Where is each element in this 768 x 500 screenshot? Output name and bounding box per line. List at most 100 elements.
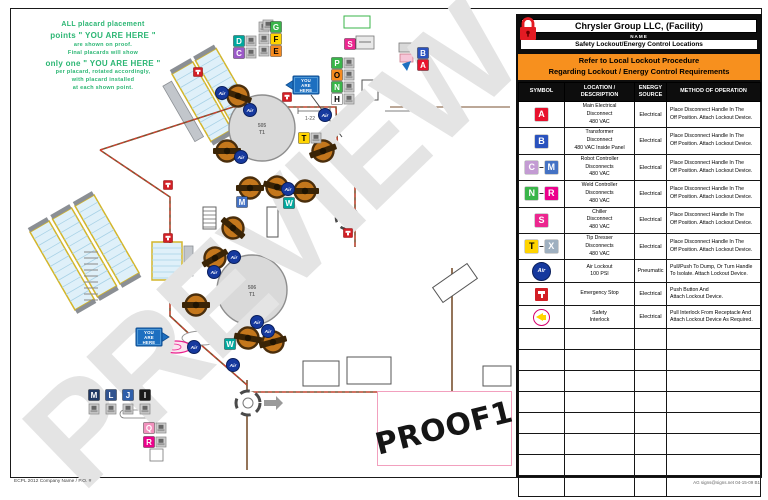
svg-text:O: O <box>334 71 340 80</box>
facility-title: Chrysler Group LLC, (Facility) <box>521 19 757 33</box>
placard-marker <box>105 403 117 415</box>
symbol-N: N <box>525 187 539 201</box>
map-marker-L: L <box>105 389 117 401</box>
air-lockout-marker: Air <box>281 182 295 196</box>
robot <box>182 293 210 317</box>
symbol-T: T <box>525 240 539 254</box>
symbol-S: S <box>535 213 548 227</box>
legend-empty-row <box>518 328 761 351</box>
symbol-B: B <box>535 134 548 148</box>
placard-marker <box>343 69 355 81</box>
location-cell: Tip Dresser Disconnects 480 VAC <box>564 232 635 261</box>
svg-text:Air: Air <box>284 187 293 193</box>
placard-marker <box>343 81 355 93</box>
empty-cell <box>518 454 565 477</box>
note-line: only one " YOU ARE HERE " <box>45 58 161 68</box>
empty-cell <box>634 412 667 435</box>
location-cell: Robot Controller Disconnects 480 VAC <box>564 153 635 182</box>
empty-cell <box>518 475 565 498</box>
proof-stamp: PROOF1 <box>372 391 517 466</box>
empty-cell <box>564 370 635 393</box>
legend-column-header: LOCATION / DESCRIPTION <box>564 81 635 103</box>
symbol-cell: Air <box>518 259 565 284</box>
empty-cell <box>634 433 667 456</box>
air-lockout-marker: Air <box>187 340 201 354</box>
air-lockout-marker: Air <box>227 250 241 264</box>
symbol-A: A <box>535 108 548 122</box>
note-line: with placard installed <box>71 77 135 84</box>
svg-text:Air: Air <box>218 91 227 97</box>
svg-text:506: 506 <box>248 285 257 291</box>
svg-text:A: A <box>420 61 426 70</box>
svg-text:M: M <box>91 391 98 400</box>
map-marker-E: E <box>270 45 282 57</box>
svg-text:HERE: HERE <box>300 88 313 93</box>
symbol-dash: – <box>539 189 544 199</box>
symbol-C: C <box>525 161 539 174</box>
symbol-cell: A <box>518 101 565 129</box>
note-line: Final placards will show <box>67 49 139 56</box>
empty-cell <box>564 433 635 456</box>
map-marker-O: O <box>331 69 343 81</box>
empty-cell <box>666 349 761 372</box>
method-cell: Place Disconnect Handle In The Off Posit… <box>666 101 761 129</box>
robot <box>236 176 264 200</box>
svg-text:F: F <box>274 35 279 44</box>
location-cell: Safety Interlock <box>564 305 635 330</box>
legend-column-header: ENERGY SOURCE <box>634 81 667 103</box>
energy-source-cell: Electrical <box>634 127 667 155</box>
empty-cell <box>518 412 565 435</box>
map-marker-H: H <box>331 93 343 105</box>
note-line: points " YOU ARE HERE " <box>50 31 156 41</box>
air-lockout-marker: Air <box>250 315 264 329</box>
symbol-M: M <box>544 161 558 174</box>
legend-empty-row <box>518 370 761 393</box>
location-cell: Air Lockout 100 PSI <box>564 259 635 284</box>
location-cell: Chiller Disconnect 480 VAC <box>564 206 635 234</box>
empty-cell <box>666 370 761 393</box>
map-marker-B: B <box>417 47 429 59</box>
svg-text:W: W <box>226 340 234 349</box>
placard-marker <box>245 35 257 47</box>
empty-cell <box>666 454 761 477</box>
energy-source-cell: Electrical <box>634 180 667 208</box>
svg-text:ARE: ARE <box>301 83 311 88</box>
empty-cell <box>666 433 761 456</box>
legend-subtitle: Safety Lockout/Energy Control Locations <box>521 40 757 49</box>
energy-source-cell: Electrical <box>634 232 667 261</box>
air-lockout-marker: Air <box>207 265 221 279</box>
svg-text:Air: Air <box>246 108 255 114</box>
symbol-cell: N–R <box>518 180 565 208</box>
placement-note: ALL placard placement points " YOU ARE HE… <box>18 20 188 93</box>
estop-marker <box>163 233 173 243</box>
empty-cell <box>518 328 565 351</box>
placard-marker <box>155 436 167 448</box>
footer-left-text: ECPL 2012 Company Name / P.O. # <box>14 479 92 484</box>
note-line: ALL placard placement <box>61 21 145 28</box>
empty-cell <box>634 349 667 372</box>
estop-marker <box>193 67 203 77</box>
location-cell: Transformer Disconnect 480 VAC Inside Pa… <box>564 127 635 155</box>
svg-text:Air: Air <box>321 113 330 119</box>
method-cell: Place Disconnect Handle In The Off Posit… <box>666 232 761 261</box>
svg-text:T1: T1 <box>249 292 255 298</box>
safety-interlock-icon <box>533 308 550 326</box>
symbol-dash: – <box>539 242 544 252</box>
legend-header: Chrysler Group LLC, (Facility) NAME Safe… <box>518 16 760 52</box>
empty-cell <box>634 454 667 477</box>
turntable <box>234 389 283 417</box>
empty-cell <box>518 349 565 372</box>
dock-hatch <box>84 251 98 301</box>
empty-cell <box>518 433 565 456</box>
empty-cell <box>666 412 761 435</box>
svg-text:M: M <box>239 198 246 207</box>
empty-cell <box>564 328 635 351</box>
lockout-legend-panel: Chrysler Group LLC, (Facility) NAME Safe… <box>516 14 762 498</box>
